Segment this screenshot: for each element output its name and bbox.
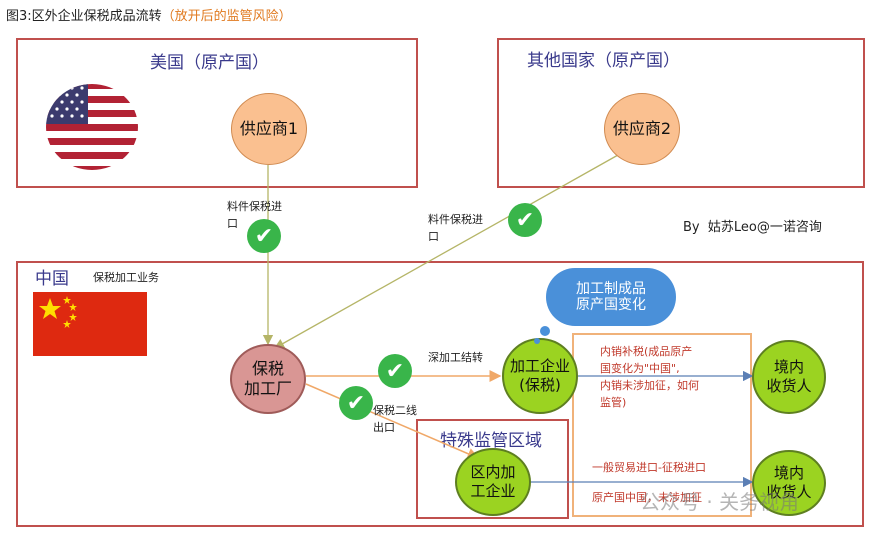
bonded-second-line-label: 保税二线 出口 [373, 404, 417, 434]
watermark-text: 公众号 · 关务视角 [640, 490, 800, 514]
origin-change-cloud: 加工制成品 原产国变化 [546, 268, 676, 326]
supplier1-node: 供应商1 [231, 93, 307, 165]
figure-title-main: 图3:区外企业保税成品流转 [6, 9, 162, 24]
check-icon: ✔ [247, 219, 281, 253]
general-trade-note: 一般贸易进口-征税进口 [592, 461, 706, 474]
china-flag-icon [33, 292, 147, 356]
material-import-label-2: 料件保税进 口 [428, 213, 483, 243]
bonded-factory-node: 保税 加工厂 [230, 344, 306, 414]
domestic-consignee-node-1: 境内 收货人 [752, 340, 826, 414]
cloud-tail-dot [534, 338, 540, 344]
deep-processing-label: 深加工结转 [428, 351, 483, 364]
zone-enterprise-node: 区内加 工企业 [455, 448, 531, 516]
usa-region-box [16, 38, 418, 188]
domestic-sale-note: 内销补税(成品原产 国变化为"中国", 内销未涉加征，如何 监管) [600, 345, 699, 410]
processing-enterprise-node: 加工企业 (保税) [502, 338, 578, 414]
usa-flag-icon [46, 84, 138, 170]
domestic-consignee-node-2: 境内 收货人 [752, 450, 826, 516]
china-region-label: 中国 [35, 269, 69, 289]
other-country-region-box [497, 38, 865, 188]
author-credit: By 姑苏Leo@一诺咨询 [683, 220, 822, 235]
figure-title: 图3:区外企业保税成品流转（放开后的监管风险） [6, 5, 292, 24]
usa-region-label: 美国（原产国） [150, 53, 269, 73]
check-icon: ✔ [508, 203, 542, 237]
domestic-sale-panel [572, 333, 752, 517]
special-zone-box [416, 419, 569, 519]
china-business-label: 保税加工业务 [93, 271, 159, 284]
material-import-label-1: 料件保税进 口 [227, 200, 282, 230]
check-icon: ✔ [378, 354, 412, 388]
origin-china-note: 原产国中国，未涉加征 [592, 491, 702, 504]
check-icon: ✔ [339, 386, 373, 420]
cloud-tail-dot [540, 326, 550, 336]
other-country-region-label: 其他国家（原产国） [527, 51, 680, 71]
figure-title-note: （放开后的监管风险） [161, 9, 292, 24]
supplier2-node: 供应商2 [604, 93, 680, 165]
